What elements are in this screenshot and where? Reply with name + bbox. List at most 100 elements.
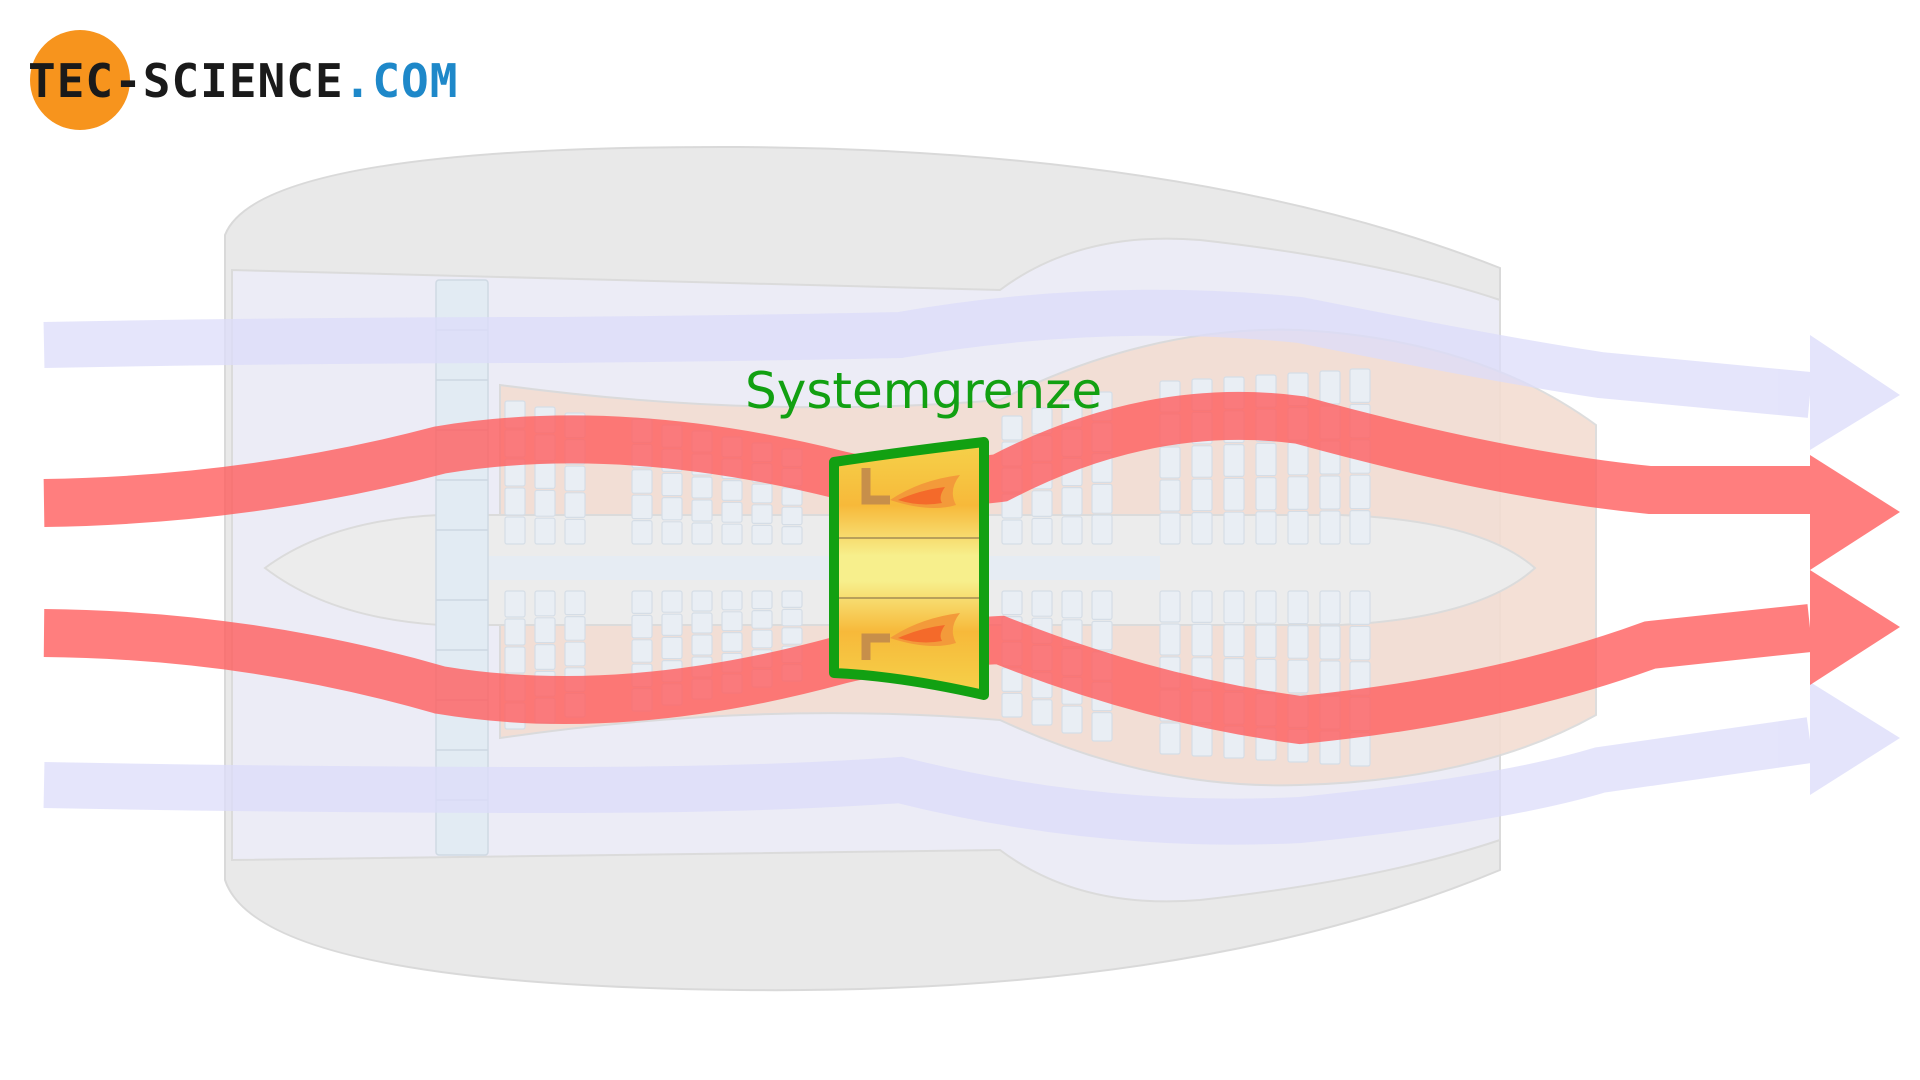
blade-segment [691,499,713,522]
blade-segment [751,609,773,629]
blade-segment [631,494,653,520]
blade-segment [1001,590,1023,616]
burner-flame-icon [890,475,960,509]
blade-segment [1223,590,1245,624]
blade-segment [534,643,556,670]
blade-segment [1159,722,1181,755]
blade-segment [631,639,653,663]
blade-segment [1001,519,1023,545]
blade-segment [631,469,653,494]
blade-segment [504,487,526,516]
blade-segment [1287,659,1309,694]
blade-segment [721,501,743,523]
system-boundary-label: Systemgrenze [745,362,1102,420]
blade-segment [1255,511,1277,545]
blade-segment [1349,510,1371,545]
blade-segment [1191,723,1213,757]
fuel-line-lower [861,633,890,660]
blade-segment [1191,445,1213,478]
blade-segment [691,522,713,545]
blade-segment [1223,511,1245,545]
blade-segment [1319,370,1341,405]
core-flow-upper-arrowhead [1810,455,1900,570]
blade-segment [781,627,803,645]
blade-segment [1319,510,1341,545]
blade-segment [504,516,526,545]
blade-segment [721,611,743,632]
burner-lower [861,613,960,660]
system-boundary [829,437,989,700]
blade-segment [1255,624,1277,659]
blade-segment [1031,490,1053,517]
blade-segment [1349,474,1371,510]
blade-segment [781,608,803,627]
blade-segment [1159,590,1181,623]
blade-segment [1091,711,1113,742]
blade-segment [1319,590,1341,625]
blade-segment [1159,446,1181,479]
logo-badge [30,30,130,130]
logo-text-domain: .COM [344,54,459,108]
combustion-zone [834,442,984,695]
blade-segment [1061,487,1083,516]
bypass-flow-lower-arrowhead [1810,682,1900,795]
blade-segment [1031,517,1053,545]
shaft [440,556,1160,580]
blade-segment [534,617,556,644]
blade-segment [691,476,713,499]
logo-text-main: TEC-SCIENCE [28,54,344,108]
blade-segment [661,521,683,545]
blade-segment [1159,512,1181,545]
blade-segment [751,629,773,649]
blade-segment [1287,510,1309,545]
burner-flame-icon [890,613,960,647]
blade-segment [781,525,803,545]
blade-segment [1223,624,1245,658]
blade-segment [1031,699,1053,726]
blade-segment [1091,483,1113,514]
blade-segment [1287,441,1309,476]
logo: TEC-SCIENCE.COM [28,30,459,130]
blade-segment [564,615,586,641]
blade-segment [1001,415,1023,441]
blade-segment [1349,368,1371,404]
blade-segment [721,480,743,502]
blade-segment [1191,511,1213,545]
blade-segment [1031,590,1053,617]
blade-segment [534,489,556,517]
blade-segment [564,518,586,545]
blade-segment [721,590,743,611]
burner-upper [861,468,960,509]
blade-segment [534,517,556,545]
blade-segment [534,462,556,490]
blade-segment [1255,658,1277,693]
bypass-flow-upper [43,289,1900,450]
blade-segment [751,483,773,504]
blade-segment [504,618,526,646]
blade-segment [1349,590,1371,626]
blade-segment [1319,475,1341,510]
blade-segment [1223,477,1245,511]
blade-segment [661,497,683,521]
core-flow-lower-arrowhead [1810,570,1900,685]
blade-segment [564,465,586,492]
blade-segment [1255,590,1277,624]
combustion-chamber [829,437,989,700]
blade-segment [631,590,653,614]
blade-segment [1287,476,1309,510]
blade-segment [751,524,773,545]
blade-segment [631,614,653,639]
blade-segment [534,590,556,617]
blade-segment [691,612,713,634]
blade-segment [504,590,526,618]
blade-segment [1061,516,1083,545]
blade-segment [564,641,586,667]
blade-segment [691,590,713,612]
blade-segment [751,504,773,524]
blade-segment [1319,660,1341,695]
blade-segment [1159,479,1181,512]
blade-segment [1091,590,1113,620]
blade-segment [564,492,586,518]
blade-segment [1255,442,1277,477]
